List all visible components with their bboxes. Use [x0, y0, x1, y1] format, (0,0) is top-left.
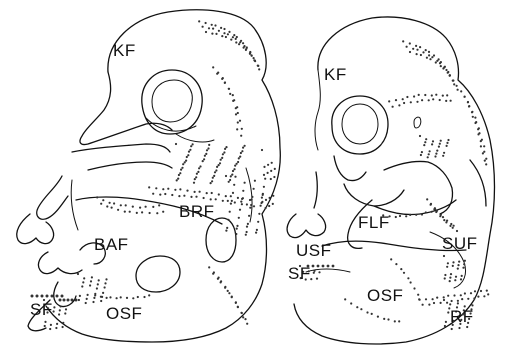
- left-belly-bulge: [54, 282, 76, 307]
- left-lower-jaw: [72, 144, 170, 152]
- left-back-line: [246, 168, 252, 222]
- right-jaw: [344, 184, 404, 206]
- left-label-brf: BRF: [179, 203, 215, 220]
- stipple-dots: [31, 20, 490, 330]
- right-label-rf: RF: [450, 308, 474, 325]
- right-forelimb-upper: [384, 161, 453, 214]
- right-label-osf: OSF: [367, 287, 403, 304]
- right-eye-outer: [332, 96, 388, 154]
- left-label-baf: BAF: [94, 236, 129, 253]
- left-limb-lower: [38, 252, 82, 274]
- right-mouth: [334, 156, 366, 181]
- left-embryo: [17, 10, 281, 342]
- right-head-dome: [315, 70, 320, 150]
- left-embryo-outline: [46, 10, 280, 342]
- right-lower-fold: [306, 269, 350, 272]
- right-label-sf: SF: [288, 265, 311, 282]
- left-label-sf: SF: [30, 301, 53, 318]
- right-hand: [287, 214, 325, 238]
- left-label-osf: OSF: [106, 305, 142, 322]
- right-label-suf: SUF: [442, 235, 478, 252]
- right-eye-inner: [342, 104, 378, 144]
- right-ear: [414, 117, 421, 128]
- left-limb-upper: [37, 176, 68, 219]
- right-label-kf: KF: [324, 66, 347, 83]
- left-eye-inner: [152, 80, 192, 122]
- left-snout: [80, 72, 172, 145]
- right-label-flf: FLF: [358, 214, 390, 231]
- left-mandible: [88, 162, 172, 170]
- left-oval-side: [206, 218, 236, 262]
- left-oval-lower: [136, 256, 180, 292]
- right-label-usf: USF: [296, 242, 332, 259]
- left-eye-crease: [176, 134, 214, 142]
- right-knee: [314, 172, 317, 208]
- left-neck-line: [71, 180, 78, 230]
- left-label-kf: KF: [113, 42, 136, 59]
- right-back-curve: [470, 160, 486, 206]
